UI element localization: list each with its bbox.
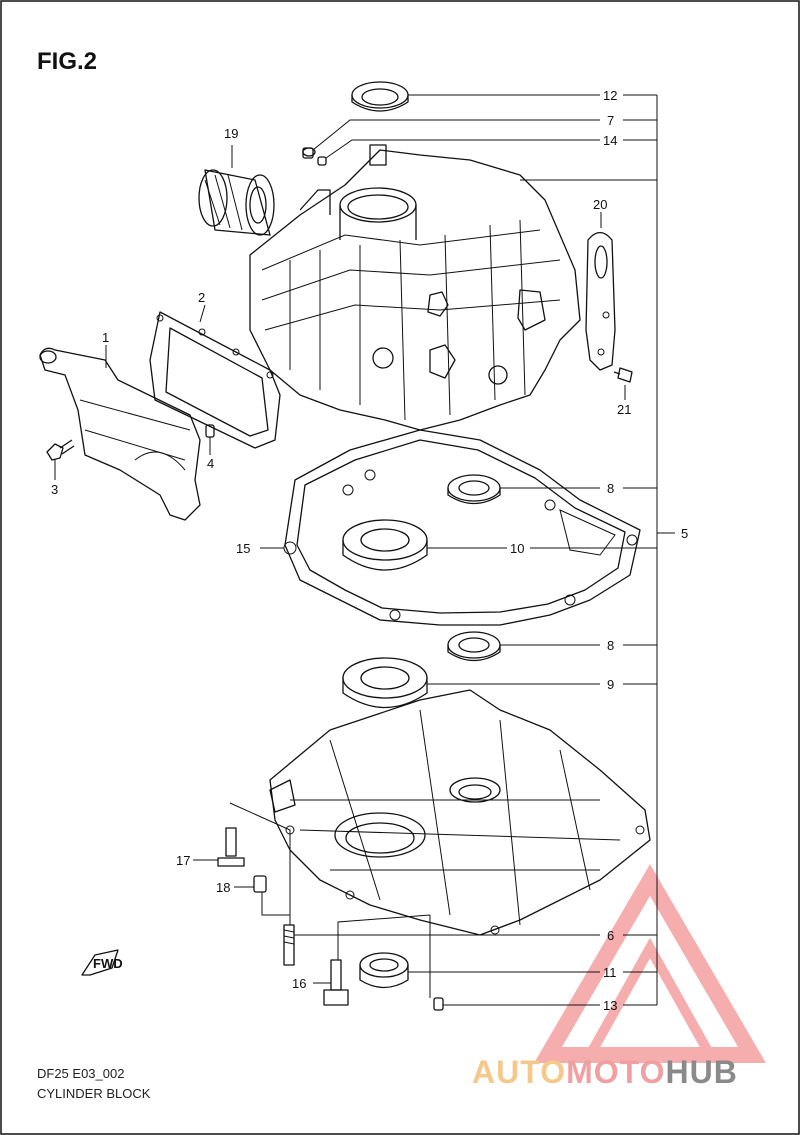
figure-title: FIG.2 — [37, 48, 98, 75]
watermark-hub: HUB — [665, 1054, 738, 1090]
part-18-dowel — [253, 875, 267, 893]
callout-18: 18 — [216, 880, 230, 895]
part-16-bolt — [323, 959, 349, 1006]
part-19-oil-filter — [198, 169, 275, 236]
callout-9: 9 — [607, 677, 614, 692]
callout-6: 6 — [607, 928, 614, 943]
part-7-pin — [302, 147, 316, 159]
part-13-plug — [433, 997, 444, 1011]
callout-labels: 12 7 14 19 20 2 1 21 4 3 8 5 15 10 8 9 1… — [51, 88, 688, 1013]
part-3-bolt — [46, 439, 75, 461]
watermark-moto: MOTO — [566, 1054, 666, 1090]
watermark-auto: AUTO — [472, 1054, 567, 1090]
part-20-bracket — [585, 231, 616, 371]
callout-16: 16 — [292, 976, 306, 991]
part-1-cover — [39, 347, 201, 521]
callout-8-lower: 8 — [607, 638, 614, 653]
crankcase-lower — [269, 689, 651, 936]
cylinder-block-body — [249, 144, 581, 431]
callout-7: 7 — [607, 113, 614, 128]
watermark-logo-icon — [534, 864, 766, 1063]
callout-21: 21 — [617, 402, 631, 417]
callout-17: 17 — [176, 853, 190, 868]
callout-8-upper: 8 — [607, 481, 614, 496]
part-6-stud — [283, 924, 295, 966]
part-21-bolt — [613, 367, 633, 383]
callout-13: 13 — [603, 998, 617, 1013]
diagram-caption: CYLINDER BLOCK — [37, 1086, 151, 1101]
model-code: DF25 E03_002 — [37, 1066, 125, 1081]
callout-11: 11 — [603, 965, 617, 980]
part-11-oil-seal — [359, 952, 409, 989]
callout-1: 1 — [102, 330, 109, 345]
callout-4: 4 — [207, 456, 214, 471]
callout-12: 12 — [603, 88, 617, 103]
part-10-main-bearing — [342, 519, 428, 571]
part-15-crankcase-gasket — [283, 429, 641, 626]
callout-10: 10 — [510, 541, 524, 556]
part-17-bolt — [217, 827, 245, 867]
callout-20: 20 — [593, 197, 607, 212]
callout-15: 15 — [236, 541, 250, 556]
part-2-gasket — [149, 311, 281, 449]
part-8-bearing-lower — [447, 631, 501, 662]
callout-14: 14 — [603, 133, 617, 148]
part-14-dowel — [317, 156, 327, 166]
watermark-text: AUTOMOTOHUB — [472, 1054, 738, 1091]
part-12-oil-seal — [351, 81, 409, 112]
callout-2: 2 — [198, 290, 205, 305]
leader-lines — [54, 94, 675, 1006]
callout-19: 19 — [224, 126, 238, 141]
part-9-oil-seal — [342, 657, 428, 709]
fwd-arrow-icon: FWD — [81, 949, 123, 976]
part-8-bearing-upper — [447, 474, 501, 505]
fwd-label: FWD — [93, 956, 123, 971]
callout-3: 3 — [51, 482, 58, 497]
callout-5: 5 — [681, 526, 688, 541]
